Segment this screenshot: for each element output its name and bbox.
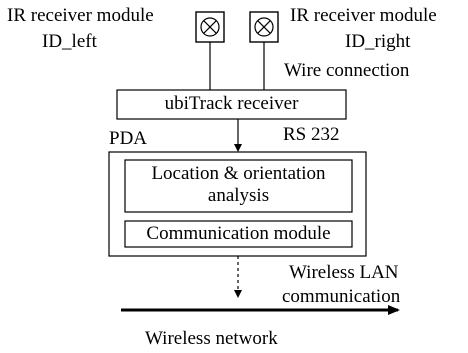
analysis-label: Location & orientation analysis xyxy=(151,163,326,206)
analysis-box xyxy=(124,159,353,213)
right-sensor-icon xyxy=(249,11,279,43)
wlan-label-line2: communication xyxy=(282,286,401,307)
right-module-title: IR receiver module xyxy=(290,5,437,26)
rs232-label: RS 232 xyxy=(283,124,340,145)
receiver-label: ubiTrack receiver xyxy=(164,93,299,114)
comm-module-box xyxy=(124,220,353,248)
right-module-id: ID_right xyxy=(345,31,411,52)
left-sensor-icon xyxy=(195,11,225,43)
wire-connection-label: Wire connection xyxy=(284,60,410,81)
comm-module-label: Communication module xyxy=(146,223,331,244)
wireless-network-label: Wireless network xyxy=(145,328,278,349)
left-module-id: ID_left xyxy=(42,31,97,52)
pda-label: PDA xyxy=(109,128,148,149)
wlan-label-line1: Wireless LAN xyxy=(289,262,399,283)
receiver-box xyxy=(116,89,347,120)
left-module-title: IR receiver module xyxy=(7,5,154,26)
